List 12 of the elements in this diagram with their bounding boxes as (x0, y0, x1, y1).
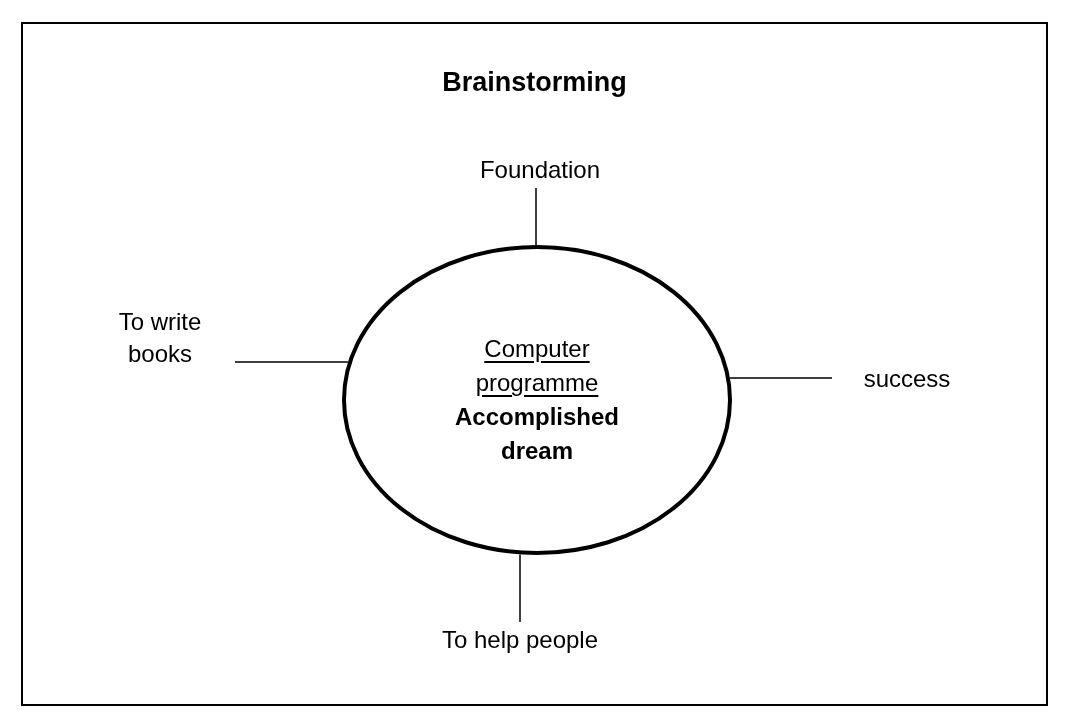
topic-text: Computer programme (474, 334, 600, 398)
idea-label: To write books (85, 303, 235, 373)
center-ellipse (342, 245, 732, 555)
title: Brainstorming (441, 66, 628, 99)
connector-line (234, 361, 349, 363)
connector-line (519, 553, 521, 623)
bold-subtitle: Accomplished dream (453, 402, 620, 466)
connector-line (535, 187, 537, 246)
idea-label: Foundation (465, 152, 615, 188)
idea-label: success (832, 362, 982, 396)
connector-line (729, 377, 833, 379)
idea-label: To help people (420, 622, 620, 658)
